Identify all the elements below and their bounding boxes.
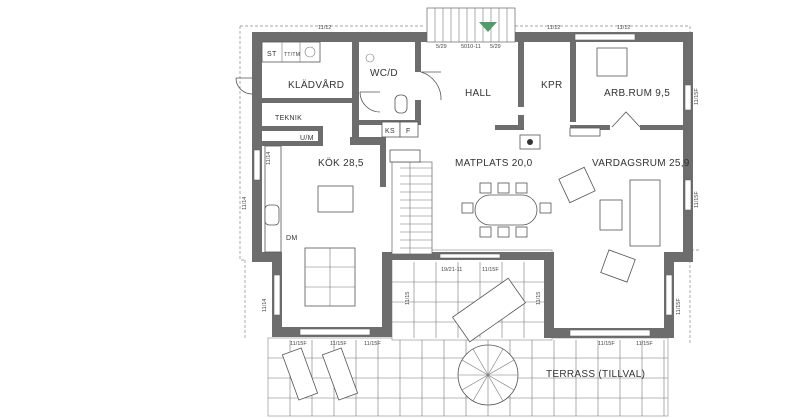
room-label-um: U/M <box>300 135 314 142</box>
dim-entry-left: 5/29 <box>436 44 447 50</box>
fixture-label-st: ST <box>267 51 277 58</box>
room-label-vardagsrum: VARDAGSRUM 25,9 <box>592 158 690 169</box>
interior-walls <box>262 42 683 187</box>
room-label-wc: WC/D <box>370 68 398 79</box>
entrance-arrow-icon <box>479 22 497 32</box>
dim-top-left: 11/12 <box>318 25 331 31</box>
dim-side-r: 11/15 <box>536 292 542 305</box>
doors <box>235 71 641 128</box>
room-label-kok: KÖK 28,5 <box>318 157 364 169</box>
room-label-matplats: MATPLATS 20,0 <box>455 158 533 169</box>
dim-entry-right: 5/29 <box>490 44 501 50</box>
room-label-terrass: TERRASS (TILLVAL) <box>546 369 645 380</box>
staircase <box>391 161 433 255</box>
room-label-kladvard: KLÄDVÅRD <box>288 78 344 91</box>
dim-mid-a: 19/21-11 <box>441 267 462 273</box>
dim-mid-b: 11/15F <box>482 267 499 273</box>
furniture <box>261 41 661 406</box>
fixture-label-tttm: TT/TM <box>284 52 300 58</box>
fixture-label-f: F <box>406 128 411 135</box>
dim-left-c: 11/14 <box>262 299 268 312</box>
room-label-arbrum: ARB.RUM 9,5 <box>604 88 670 99</box>
dimension-labels: 11/12 11/12 11/12 5/29 5010-11 5/29 11/1… <box>242 25 700 347</box>
dim-side-l: 11/15 <box>405 292 411 305</box>
fixture-label-dm: DM <box>286 235 298 242</box>
dim-right-c: 11/15F <box>676 298 682 315</box>
dim-bot-e: 11/15F <box>636 341 653 347</box>
dim-left-a: 11/14 <box>242 197 248 210</box>
room-label-hall: HALL <box>465 88 491 99</box>
room-label-kpr: KPR <box>541 80 562 91</box>
dim-top-win-b: 11/12 <box>617 25 630 31</box>
entrance-steps <box>426 7 516 43</box>
room-label-teknik: TEKNIK <box>275 115 302 122</box>
dim-top-win-a: 11/12 <box>547 25 560 31</box>
fixture-label-ks: KS <box>385 128 395 135</box>
windows <box>253 33 692 337</box>
dim-bot-a: 11/15F <box>290 341 307 347</box>
dim-bot-d: 11/15F <box>598 341 615 347</box>
dim-entry-mid: 5010-11 <box>461 44 481 50</box>
dim-right-a: 11/15F <box>694 88 700 105</box>
dim-bot-c: 11/15F <box>364 341 381 347</box>
dim-left-b: 11/14 <box>266 152 272 165</box>
room-labels: KLÄDVÅRD WC/D HALL KPR ARB.RUM 9,5 TEKNI… <box>267 51 690 380</box>
dim-right-b: 11/15F <box>694 191 700 208</box>
dim-bot-b: 11/15F <box>330 341 347 347</box>
